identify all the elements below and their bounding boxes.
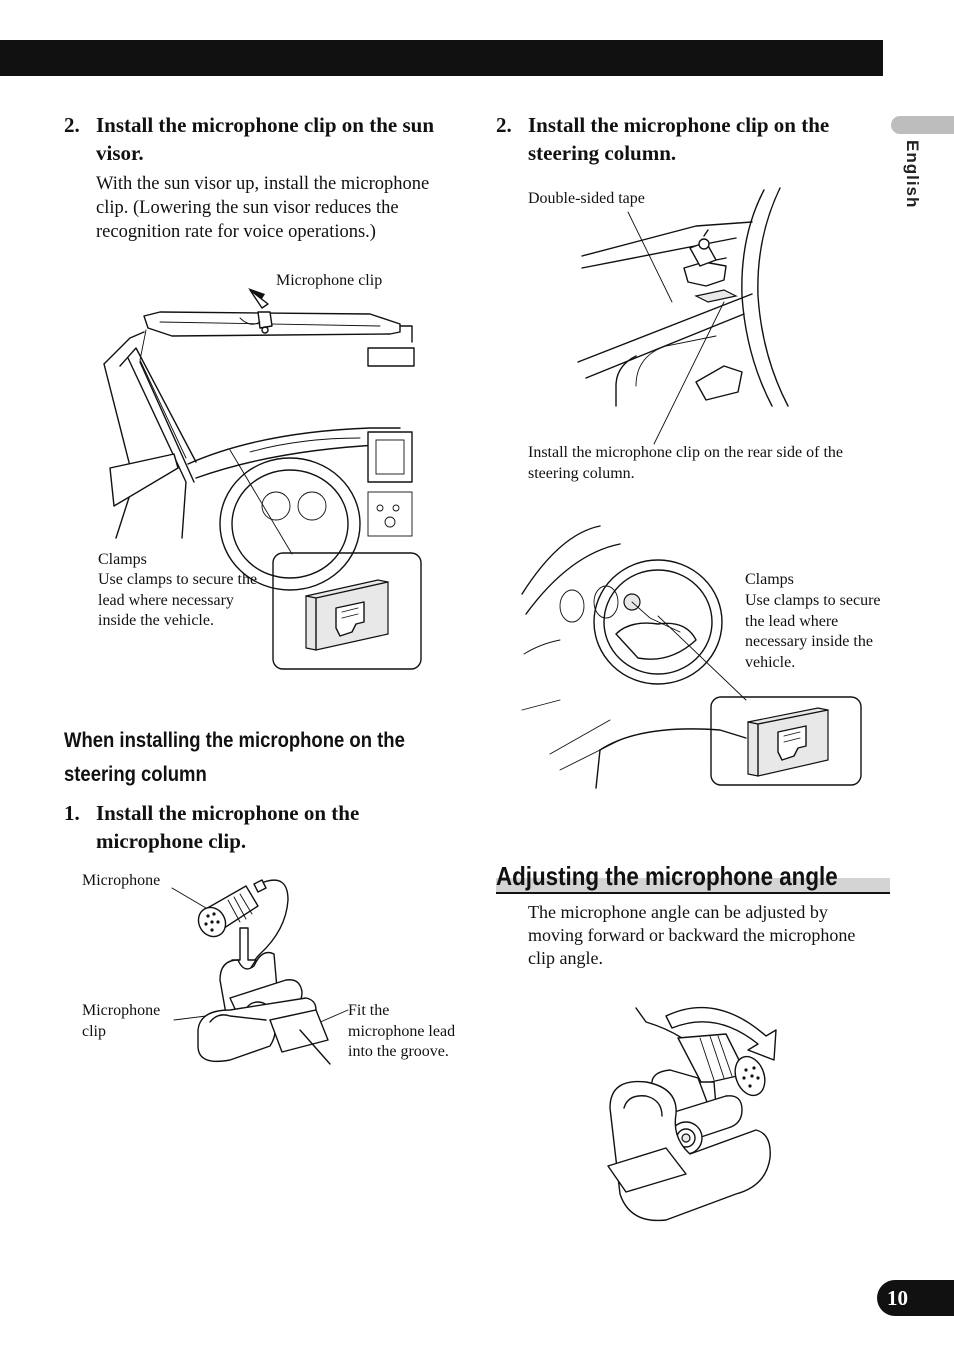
label-microphone-clip: Microphone clip <box>82 1002 161 1040</box>
page-number: 10 <box>877 1280 954 1316</box>
steering-wheel-clamps-illustration <box>521 525 747 789</box>
label-clamps: Clamps <box>98 551 147 568</box>
label-fit-lead: Fit the microphone lead into the groove. <box>348 1002 456 1060</box>
section-heading-steering: When installing the microphone on the st… <box>64 729 405 786</box>
step-number: 1. <box>64 801 80 825</box>
step-install-clip-sun-visor: 2. Install the microphone clip on the su… <box>64 111 434 167</box>
clamp-detail-illustration <box>272 552 422 670</box>
section-heading-adjust-angle: Adjusting the microphone angle <box>496 860 890 894</box>
heading-underline <box>496 892 890 894</box>
label-clamps-description: Use clamps to secure the lead where nece… <box>745 592 881 671</box>
step-number: 2. <box>64 113 80 137</box>
step-title: Install the microphone clip on the sun v… <box>96 113 434 165</box>
label-double-sided-tape: Double-sided tape <box>528 190 645 207</box>
label-microphone-clip: Microphone clip <box>276 272 383 289</box>
label-clamps-description: Use clamps to secure the lead where nece… <box>98 571 258 629</box>
language-label: English <box>903 140 922 209</box>
step-number: 2. <box>496 113 512 137</box>
header-bar <box>0 40 883 76</box>
step-install-clip-steering: 2. Install the microphone clip on the st… <box>496 111 876 167</box>
language-tab <box>891 116 954 134</box>
step-install-mic-on-clip: 1. Install the microphone on the microph… <box>64 799 434 855</box>
label-microphone: Microphone <box>82 872 161 889</box>
step-title: Install the microphone on the microphone… <box>96 801 360 853</box>
steering-column-illustration <box>577 187 789 445</box>
microphone-angle-illustration <box>607 1006 777 1222</box>
label-install-rear-side: Install the microphone clip on the rear … <box>528 444 844 482</box>
step-title: Install the microphone clip on the steer… <box>528 113 830 165</box>
adjust-angle-body: The microphone angle can be adjusted by … <box>528 902 856 968</box>
microphone-clip-illustration <box>171 879 349 1065</box>
heading-text: Adjusting the microphone angle <box>496 861 838 891</box>
label-clamps: Clamps <box>745 571 794 588</box>
clamp-detail-illustration <box>710 696 862 786</box>
sun-visor-illustration <box>103 288 415 591</box>
heading-shade <box>496 878 890 894</box>
step-body: With the sun visor up, install the micro… <box>96 174 430 242</box>
